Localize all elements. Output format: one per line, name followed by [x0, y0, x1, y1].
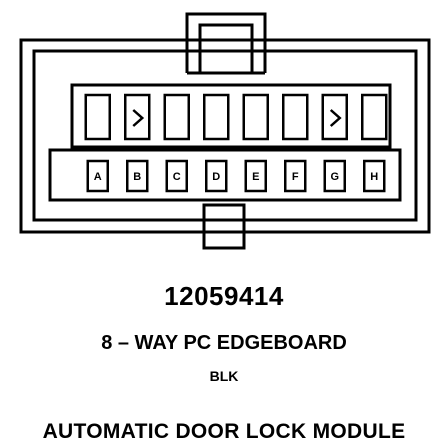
locking-tab	[185, 12, 267, 73]
pin-label-e: E	[252, 171, 259, 183]
terminal-cavity-b	[124, 93, 151, 141]
connector-inner-outline	[32, 49, 418, 222]
pin-label-f: F	[292, 171, 299, 183]
module-name: AUTOMATIC DOOR LOCK MODULE	[42, 420, 406, 443]
pin-label-d: D	[212, 171, 220, 183]
pin-box-g	[323, 159, 346, 193]
connector-diagram: A B C D E F G H	[19, 12, 431, 250]
pin-label-c: C	[173, 171, 181, 183]
pin-label-a: A	[94, 171, 102, 183]
pin-label-strip	[48, 148, 402, 202]
pin-label-b: B	[133, 171, 141, 183]
terminal-cavity-frame	[70, 83, 392, 149]
locking-tab-inner	[198, 23, 254, 73]
pin-box-d	[205, 159, 228, 193]
pin-box-b	[126, 159, 149, 193]
connector-housing	[19, 38, 431, 234]
terminal-lock-g	[329, 109, 342, 127]
connector-color: BLK	[209, 368, 239, 384]
terminal-cavities	[84, 93, 388, 141]
polarization-key	[202, 203, 246, 250]
terminal-cavity-g	[321, 93, 348, 141]
connector-description: 8 – WAY PC EDGEBOARD	[101, 332, 347, 354]
pin-box-a	[86, 159, 109, 193]
part-number: 12059414	[164, 281, 284, 311]
pin-label-g: G	[330, 171, 339, 183]
pin-labels: A B C D E F G H	[86, 159, 386, 193]
pin-box-e	[244, 159, 267, 193]
pin-label-h: H	[370, 171, 378, 183]
terminal-cavity-e	[242, 93, 269, 141]
terminal-cavity-h	[361, 93, 388, 141]
pin-box-c	[165, 159, 188, 193]
terminal-cavity-d	[203, 93, 230, 141]
pin-box-f	[284, 159, 307, 193]
pin-box-h	[363, 159, 386, 193]
terminal-lock-b	[132, 109, 145, 127]
terminal-cavity-a	[84, 93, 111, 141]
terminal-cavity-c	[163, 93, 190, 141]
terminal-cavity-f	[282, 93, 309, 141]
